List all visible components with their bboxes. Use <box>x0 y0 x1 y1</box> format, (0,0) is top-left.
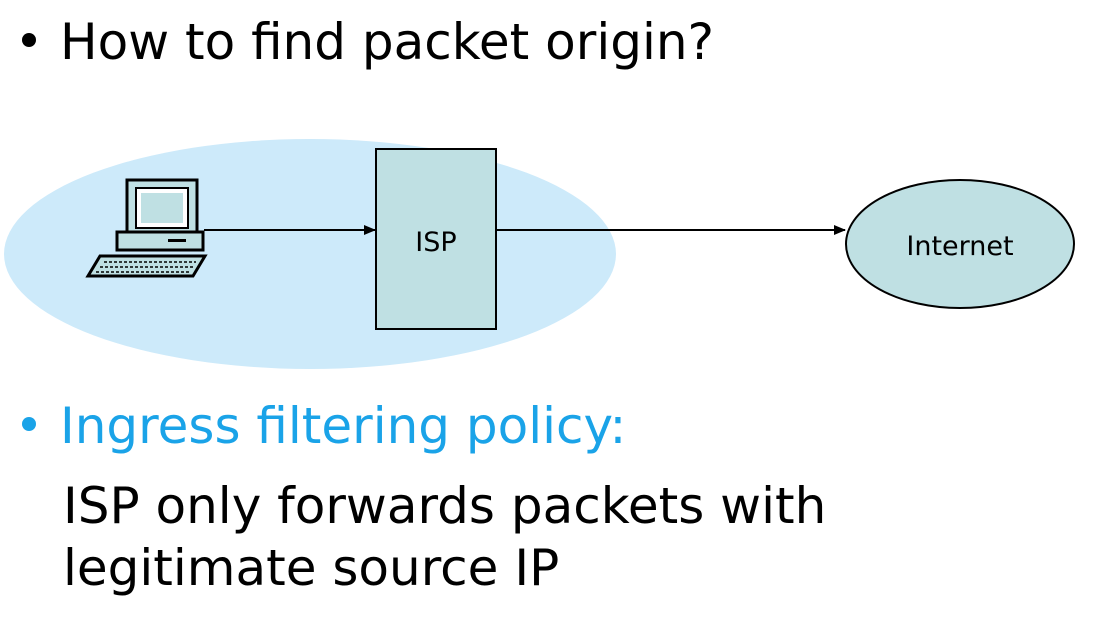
policy-description-line-2: legitimate source IP <box>63 539 560 597</box>
slide-title: How to find packet origin? <box>22 6 714 78</box>
isp-label: ISP <box>415 227 456 258</box>
internet-label: Internet <box>906 231 1013 262</box>
slide-title-text: How to find packet origin? <box>60 13 715 71</box>
bullet-dot <box>22 417 36 431</box>
policy-heading: Ingress filtering policy: <box>22 390 626 462</box>
desktop-computer-icon <box>85 178 208 278</box>
internet-cloud <box>845 179 1075 309</box>
policy-description-line-1: ISP only forwards packets with <box>63 477 827 535</box>
isp-box <box>375 148 497 330</box>
policy-heading-text: Ingress filtering policy: <box>60 397 627 455</box>
local-network-region <box>4 139 616 369</box>
bullet-dot <box>22 33 36 47</box>
